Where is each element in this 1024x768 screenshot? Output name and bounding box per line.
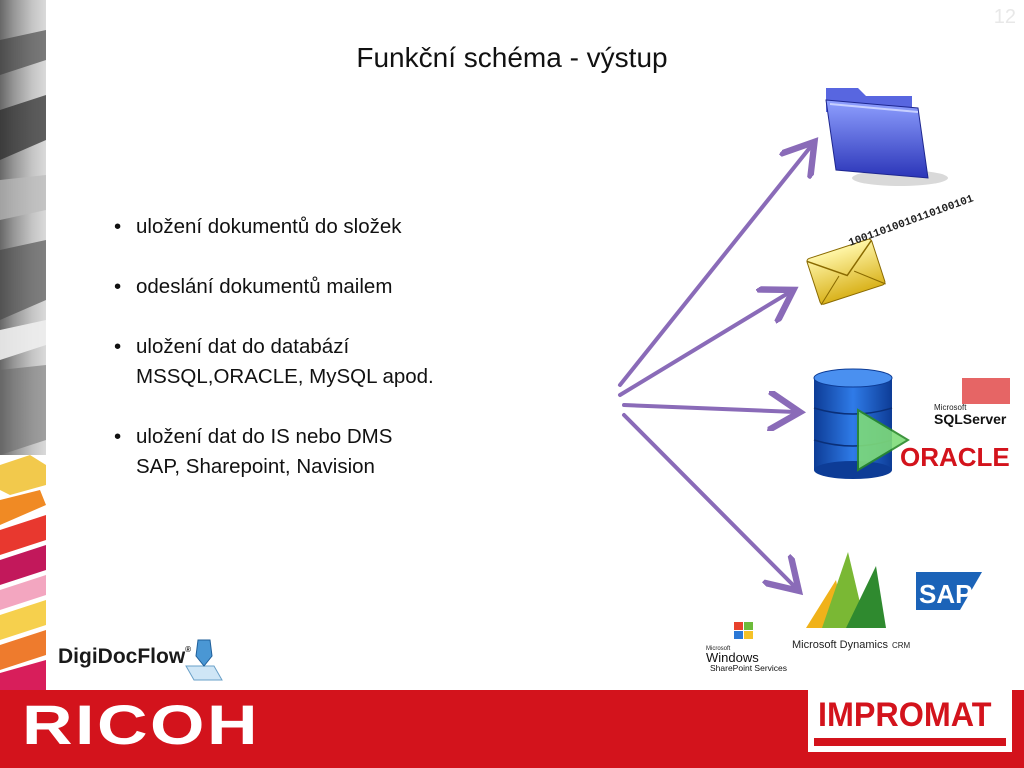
bullet-item: • odeslání dokumentů mailem: [112, 272, 434, 302]
side-color-swatches: [0, 455, 46, 690]
bullet-item: • uložení dat do databází MSSQL,ORACLE, …: [112, 332, 434, 392]
database-icon: [813, 368, 910, 479]
email-icon: 10011010010110100101: [806, 193, 976, 306]
slide-title: Funkční schéma - výstup: [356, 42, 668, 73]
folder-icon: [825, 88, 948, 186]
email-binary-text: 10011010010110100101: [847, 193, 976, 250]
arrows: [618, 145, 812, 588]
impromat-logo: IMPROMAT: [808, 690, 1012, 752]
oracle-logo: ORACLE: [900, 442, 1010, 472]
side-photo-strip: [0, 0, 46, 470]
bullet-item: • uložení dat do IS nebo DMS SAP, Sharep…: [112, 422, 434, 482]
ms-dynamics-logo: Microsoft Dynamics CRM: [792, 552, 911, 651]
slide-number: 12: [993, 6, 1016, 28]
sharepoint-text: SharePoint Services: [710, 663, 787, 673]
bullet-line: MSSQL,ORACLE, MySQL apod.: [136, 365, 434, 388]
ricoh-logo: RICOH: [22, 693, 261, 756]
arrow-to-database: [622, 405, 796, 412]
bullet-line: odeslání dokumentů mailem: [136, 275, 393, 298]
impromat-underline: [814, 738, 1006, 746]
bullet-line: SAP, Sharepoint, Navision: [136, 455, 375, 478]
ms-dynamics-crm-text: CRM: [892, 641, 911, 650]
bullet-line: uložení dat do IS nebo DMS: [136, 425, 393, 448]
windows-ms-text: Microsoft: [706, 646, 731, 652]
sql-server-text: SQLServer: [934, 411, 1007, 427]
side-decoration: [0, 0, 46, 690]
sql-server-logo: Microsoft SQLServer: [934, 378, 1010, 427]
bullet-line: uložení dokumentů do složek: [136, 215, 402, 238]
arrow-to-folder: [618, 145, 812, 387]
windows-sharepoint-logo: Microsoft Windows SharePoint Services: [706, 622, 787, 673]
sql-microsoft-text: Microsoft: [934, 403, 967, 412]
digidocflow-icon: [185, 639, 223, 681]
digidocflow-mark: ®: [185, 645, 192, 654]
bullet-list: • uložení dokumentů do složek • odeslání…: [112, 212, 434, 512]
bullet-line: uložení dat do databází: [136, 335, 350, 358]
sap-text: SAP: [919, 579, 972, 609]
windows-text: Windows: [706, 650, 759, 665]
output-diagram: 10011010010110100101 Microsoft SQLServer…: [618, 88, 1010, 673]
digidocflow-logo: DigiDocFlow®: [58, 645, 191, 669]
arrow-to-email: [618, 292, 790, 397]
bullet-item: • uložení dokumentů do složek: [112, 212, 434, 242]
footer-bar: RICOH IMPROMAT: [0, 690, 1024, 768]
ms-dynamics-text: Microsoft Dynamics: [792, 639, 888, 651]
arrow-to-systems: [622, 413, 796, 588]
impromat-text: IMPROMAT: [818, 696, 992, 734]
sap-logo: SAP: [916, 572, 982, 610]
digidocflow-text: DigiDocFlow: [58, 645, 186, 668]
